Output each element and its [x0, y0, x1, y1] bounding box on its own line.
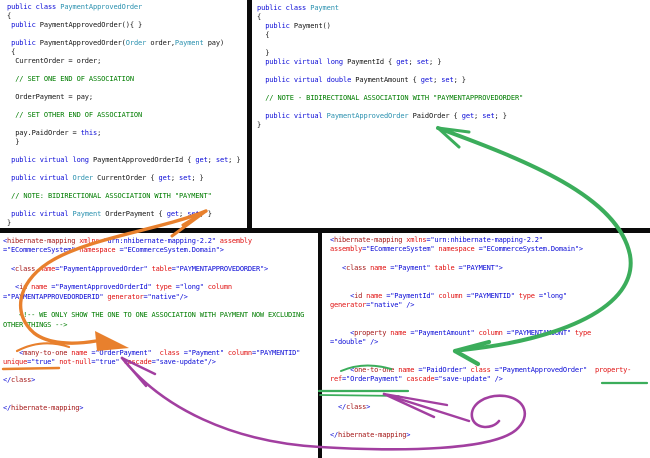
code-panel-payment-hibernate-mapping: <hibernate-mapping xmlns="urn:nhibernate… — [330, 236, 632, 440]
top-vertical-divider-line — [247, 0, 252, 228]
code-panel-payment-class: public class Payment { public Payment() … — [257, 4, 524, 129]
code-panel-paymentapprovedorder-class: public class PaymentApprovedOrder { publ… — [7, 3, 241, 227]
horizontal-divider-line — [0, 228, 650, 233]
code-panel-paymentapprovedorder-hibernate-mapping: <hibernate-mapping xmlns="urn:nhibernate… — [3, 237, 305, 413]
bottom-vertical-divider-line — [317, 232, 322, 458]
